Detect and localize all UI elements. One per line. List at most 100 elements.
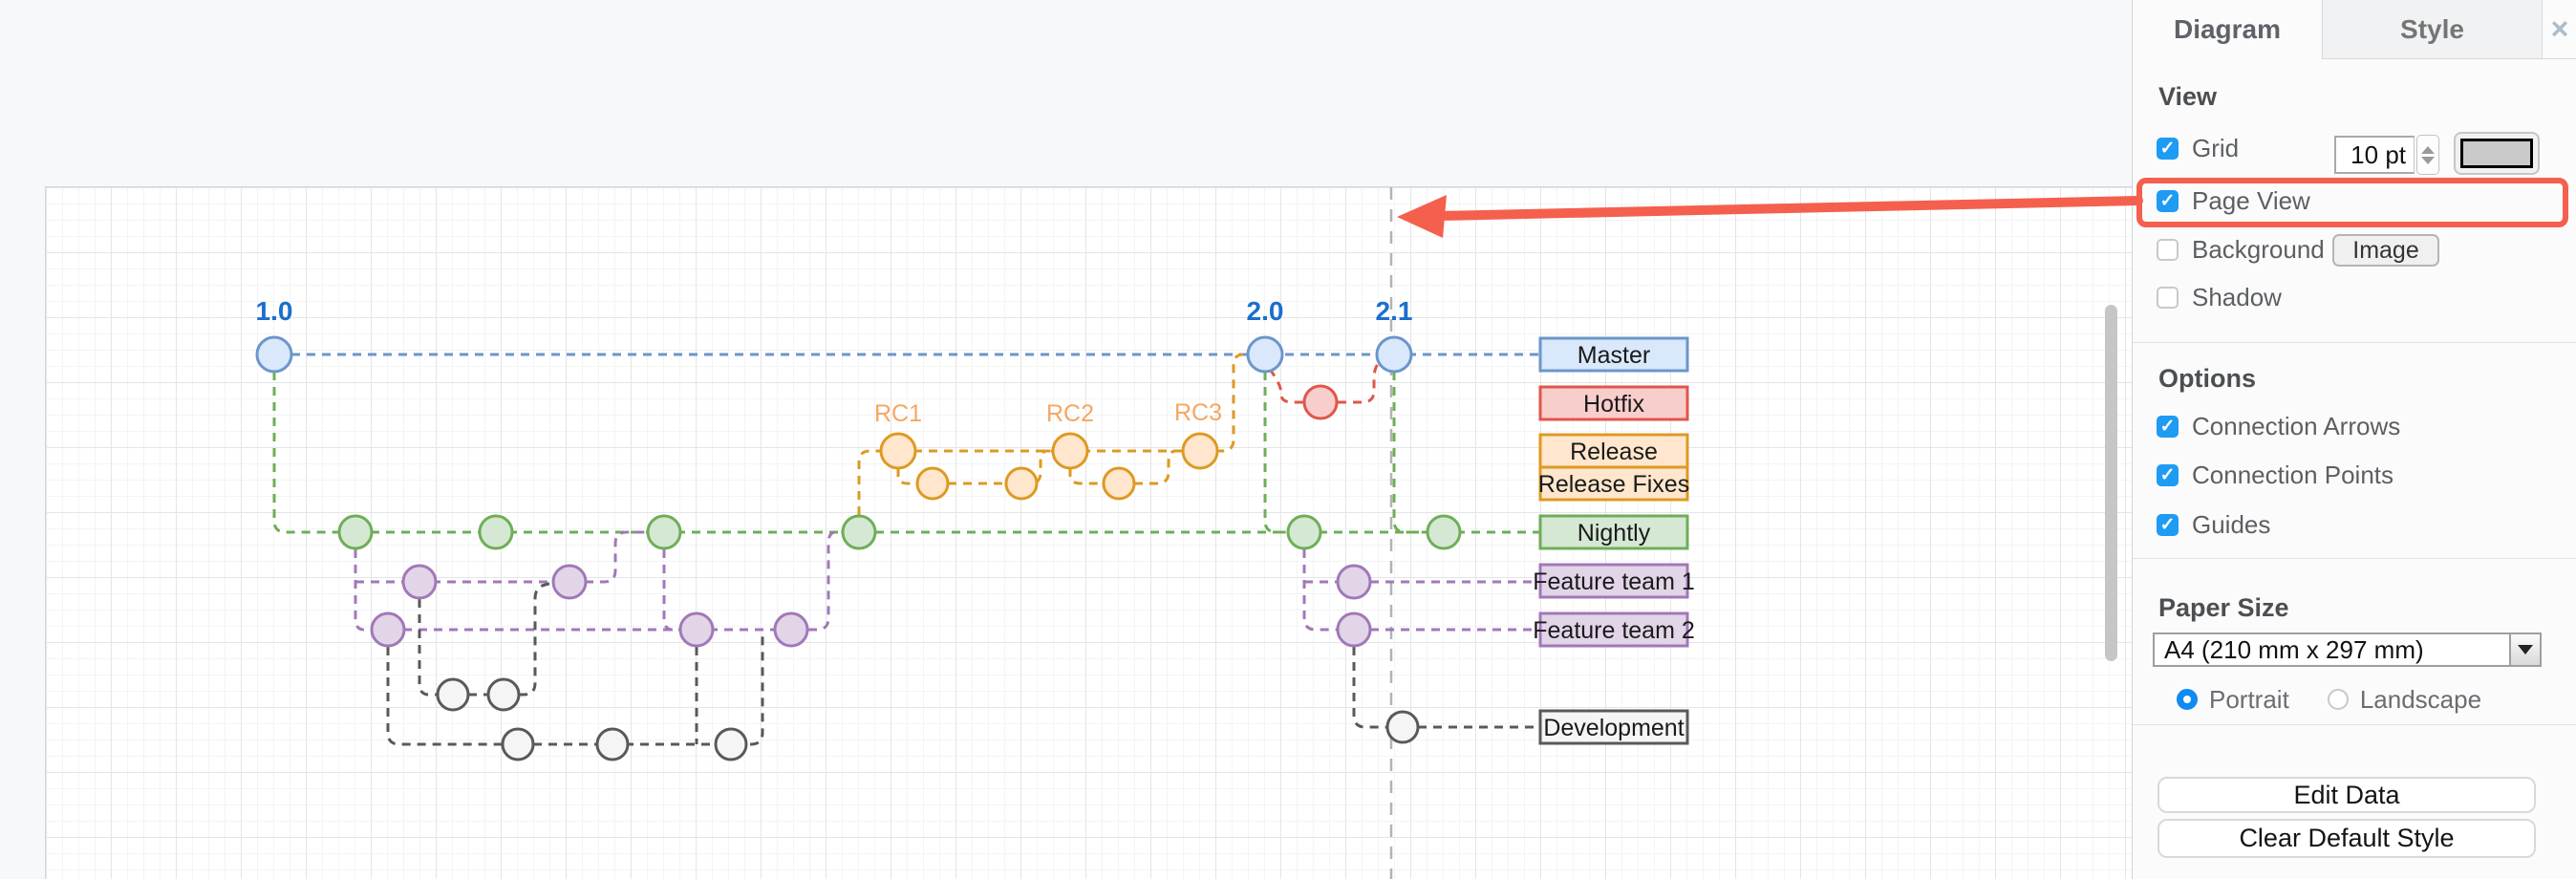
background-image-button[interactable]: Image	[2332, 234, 2439, 267]
shadow-checkbox[interactable]	[2157, 287, 2179, 309]
connection-arrows-row: ✓ Connection Arrows	[2157, 405, 2400, 447]
branch-label-text: Nightly	[1578, 520, 1651, 547]
guides-checkbox[interactable]: ✓	[2157, 514, 2179, 536]
canvas-vertical-scrollbar[interactable]	[2105, 305, 2117, 661]
divider	[2133, 342, 2576, 343]
connection-arrows-label: Connection Arrows	[2192, 412, 2400, 441]
select-dropdown-button[interactable]	[2509, 634, 2540, 665]
tab-style[interactable]: Style	[2322, 0, 2543, 59]
commit-node-orange[interactable]	[1104, 468, 1134, 499]
page-view-label: Page View	[2192, 186, 2310, 216]
branch-edge-green[interactable]	[1394, 372, 1428, 532]
commit-node-orange[interactable]	[881, 434, 915, 468]
commit-node-dev[interactable]	[503, 729, 533, 760]
close-panel-icon[interactable]: ×	[2543, 0, 2576, 59]
grid-color-swatch	[2460, 139, 2533, 168]
commit-node-orange[interactable]	[1183, 434, 1217, 468]
branch-edge-red[interactable]	[1338, 356, 1385, 402]
commit-node-green[interactable]	[843, 516, 875, 548]
stepper-up-icon[interactable]	[2421, 146, 2435, 154]
shadow-row: Shadow	[2157, 276, 2282, 318]
branch-edge-dev[interactable]	[419, 599, 438, 695]
version-label: 1.0	[256, 296, 293, 326]
branch-label-text: Master	[1578, 342, 1650, 369]
branch-edge-orange[interactable]	[859, 451, 881, 515]
background-row: Background	[2157, 228, 2325, 270]
branch-label-text: Release Fixes	[1538, 471, 1689, 498]
grid-color-swatch-button[interactable]	[2454, 132, 2540, 175]
commit-node-green[interactable]	[1288, 516, 1320, 548]
branch-edge-purple[interactable]	[355, 549, 372, 630]
rc-label: RC3	[1174, 399, 1222, 426]
commit-node-orange[interactable]	[917, 468, 948, 499]
grid-size-input[interactable]: 10 pt	[2334, 136, 2415, 174]
branch-label-text: Development	[1543, 715, 1684, 741]
paper-size-select[interactable]: A4 (210 mm x 297 mm)	[2153, 632, 2542, 667]
commit-node-purple[interactable]	[775, 613, 807, 646]
grid-checkbox[interactable]: ✓	[2157, 138, 2179, 160]
commit-node-purple[interactable]	[403, 566, 436, 598]
commit-node-purple[interactable]	[553, 566, 586, 598]
version-label: 2.0	[1247, 296, 1284, 326]
grid-label: Grid	[2192, 134, 2239, 163]
orientation-row: Portrait Landscape	[2177, 685, 2520, 714]
commit-node-blue[interactable]	[257, 337, 291, 372]
branch-edge-orange[interactable]	[898, 468, 917, 483]
stepper-down-icon[interactable]	[2421, 157, 2435, 164]
commit-node-blue[interactable]	[1248, 337, 1282, 372]
commit-node-orange[interactable]	[1053, 434, 1087, 468]
commit-node-purple[interactable]	[1338, 566, 1370, 598]
branch-edge-green[interactable]	[274, 372, 338, 532]
version-label: 2.1	[1376, 296, 1413, 326]
commit-node-dev[interactable]	[438, 679, 468, 710]
commit-node-purple[interactable]	[372, 613, 404, 646]
portrait-label: Portrait	[2209, 685, 2289, 715]
branch-edge-dev[interactable]	[1354, 647, 1387, 727]
branch-edge-orange[interactable]	[1070, 468, 1104, 483]
commit-node-green[interactable]	[1428, 516, 1460, 548]
connection-arrows-checkbox[interactable]: ✓	[2157, 416, 2179, 438]
commit-node-purple[interactable]	[680, 613, 713, 646]
divider	[2133, 558, 2576, 559]
branch-edge-purple[interactable]	[664, 549, 680, 630]
commit-node-purple[interactable]	[1338, 613, 1370, 646]
background-label: Background	[2192, 235, 2325, 265]
connection-points-label: Connection Points	[2192, 461, 2394, 490]
branch-edge-purple[interactable]	[1304, 549, 1338, 630]
paper-size-section-title: Paper Size	[2158, 593, 2289, 623]
branch-edge-red[interactable]	[1270, 369, 1303, 402]
commit-node-green[interactable]	[648, 516, 680, 548]
branch-label-text: Hotfix	[1583, 391, 1644, 418]
commit-node-dev[interactable]	[1387, 712, 1418, 742]
tab-diagram[interactable]: Diagram	[2133, 0, 2322, 59]
commit-node-dev[interactable]	[488, 679, 519, 710]
branch-edge-dev[interactable]	[735, 632, 762, 744]
guides-label: Guides	[2192, 510, 2270, 540]
commit-node-green[interactable]	[339, 516, 372, 548]
page-view-checkbox[interactable]: ✓	[2157, 190, 2179, 212]
portrait-radio[interactable]	[2177, 689, 2198, 710]
grid-size-stepper[interactable]	[2416, 135, 2439, 175]
commit-node-blue[interactable]	[1377, 337, 1411, 372]
commit-node-green[interactable]	[480, 516, 512, 548]
options-section-title: Options	[2158, 364, 2256, 394]
commit-node-orange[interactable]	[1006, 468, 1037, 499]
connection-points-checkbox[interactable]: ✓	[2157, 464, 2179, 486]
landscape-radio[interactable]	[2328, 689, 2349, 710]
background-checkbox[interactable]	[2157, 239, 2179, 261]
branch-label-text: Release	[1570, 439, 1658, 465]
clear-default-style-button[interactable]: Clear Default Style	[2157, 819, 2536, 858]
shadow-label: Shadow	[2192, 283, 2282, 312]
branch-label-text: Feature team 2	[1533, 617, 1695, 644]
format-panel-tabbar: Diagram Style ×	[2133, 0, 2576, 59]
guides-row: ✓ Guides	[2157, 504, 2270, 546]
divider	[2133, 724, 2576, 725]
branch-edge-green[interactable]	[1265, 372, 1288, 532]
commit-node-dev[interactable]	[716, 729, 746, 760]
commit-node-red[interactable]	[1304, 386, 1337, 418]
commit-node-dev[interactable]	[597, 729, 628, 760]
landscape-label: Landscape	[2360, 685, 2481, 715]
branch-edge-dev[interactable]	[504, 583, 552, 695]
edit-data-button[interactable]: Edit Data	[2157, 777, 2536, 813]
drawio-canvas[interactable]: 1.02.02.1RC1RC2RC3MasterHotfixReleaseRel…	[45, 186, 2132, 879]
